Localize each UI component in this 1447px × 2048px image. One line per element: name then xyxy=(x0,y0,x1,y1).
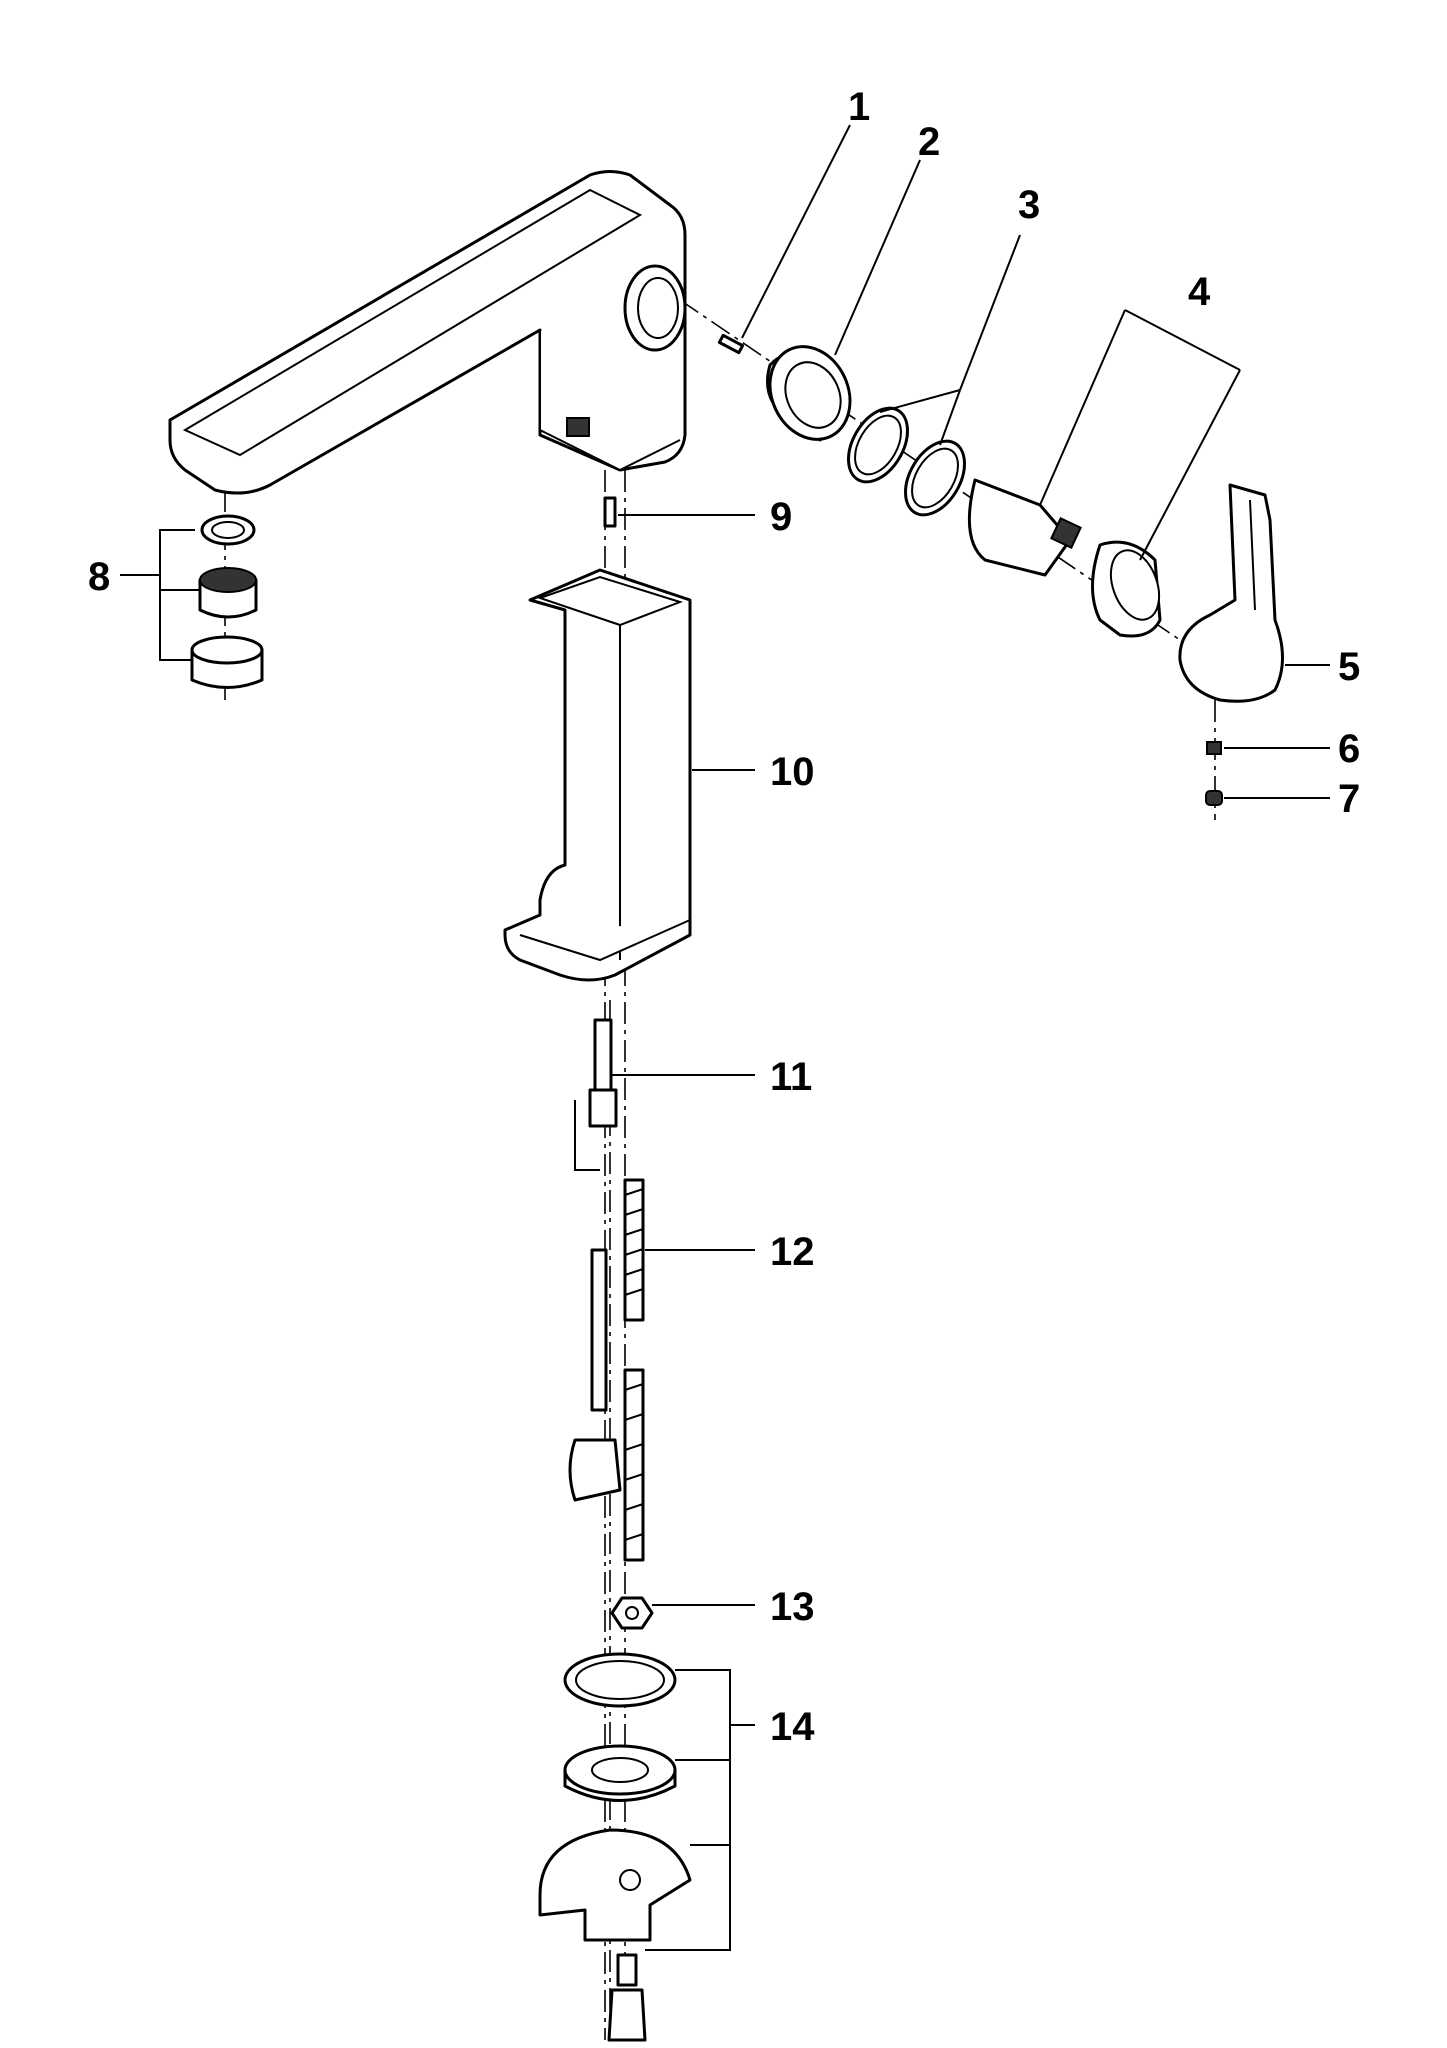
callout-5: 5 xyxy=(1338,645,1360,689)
callout-2: 2 xyxy=(918,120,940,164)
callout-7: 7 xyxy=(1338,777,1360,821)
callout-3: 3 xyxy=(1018,183,1040,227)
part-4-cartridge xyxy=(967,478,1162,638)
part-12-threaded-rods xyxy=(568,1178,645,1562)
callout-6: 6 xyxy=(1338,727,1360,771)
callout-9: 9 xyxy=(770,495,792,539)
callout-11: 11 xyxy=(770,1055,812,1099)
callout-14: 14 xyxy=(770,1705,815,1749)
part-6-set-screw xyxy=(1206,741,1222,755)
leader-lines xyxy=(120,124,1330,1951)
callout-1: 1 xyxy=(848,85,870,129)
rod-threads xyxy=(624,1188,644,1541)
part-2-sleeve xyxy=(766,345,852,442)
part-14-mounting-kit xyxy=(538,1652,692,2042)
part-5-handle xyxy=(1178,483,1284,703)
callout-labels: 1 2 3 4 5 6 7 8 9 10 11 12 13 14 xyxy=(88,85,1360,1749)
callout-8: 8 xyxy=(88,555,110,599)
part-3-o-rings xyxy=(847,406,966,517)
part-7-cap xyxy=(1205,790,1223,806)
part-8-aerator xyxy=(190,514,264,689)
callout-13: 13 xyxy=(770,1585,815,1629)
logo-plate xyxy=(566,417,590,437)
part-10-body xyxy=(503,568,692,982)
callout-10: 10 xyxy=(770,750,815,794)
part-11-hose xyxy=(574,1018,618,1171)
spout xyxy=(168,170,687,495)
callout-4: 4 xyxy=(1188,270,1211,314)
callout-12: 12 xyxy=(770,1230,815,1274)
part-13-nut xyxy=(610,1596,654,1630)
assembly-axes xyxy=(224,299,1216,2040)
part-1-pin xyxy=(717,333,745,355)
part-9-guide-pin xyxy=(603,496,617,528)
